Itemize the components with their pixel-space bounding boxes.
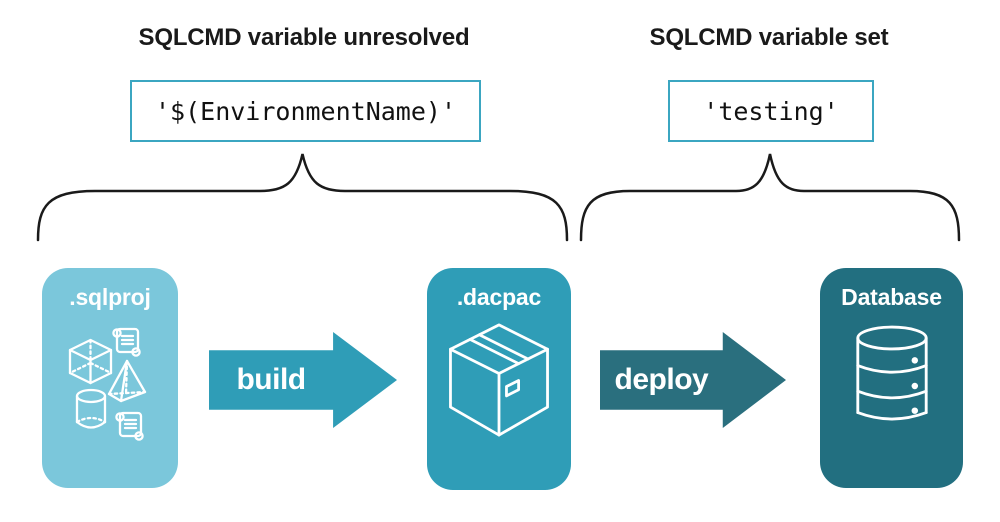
script-scroll-icon bbox=[115, 411, 144, 441]
package-box-icon bbox=[449, 323, 549, 437]
node-sqlproj-label: .sqlproj bbox=[69, 284, 151, 310]
sql-objects-icon bbox=[68, 327, 147, 441]
node-database-label: Database bbox=[841, 284, 942, 310]
build-arrow: build bbox=[209, 332, 397, 428]
deploy-arrow-label: deploy bbox=[614, 363, 709, 396]
code-box-environment-variable: '$(EnvironmentName)' bbox=[130, 80, 481, 142]
curly-brace-left bbox=[36, 153, 569, 242]
pyramid-icon bbox=[107, 359, 147, 403]
node-sqlproj: .sqlproj bbox=[42, 268, 178, 488]
node-dacpac-label: .dacpac bbox=[456, 284, 542, 310]
deploy-arrow: deploy bbox=[600, 332, 786, 428]
database-cylinder-icon bbox=[855, 325, 928, 421]
heading-sqlcmd-unresolved: SQLCMD variable unresolved bbox=[138, 24, 470, 51]
cylinder-icon bbox=[75, 388, 107, 429]
heading-sqlcmd-set: SQLCMD variable set bbox=[649, 24, 889, 51]
script-scroll-icon bbox=[112, 327, 141, 357]
curly-brace-right bbox=[579, 153, 961, 242]
code-box-testing-value: 'testing' bbox=[668, 80, 874, 142]
cube-icon bbox=[68, 338, 113, 385]
node-database: Database bbox=[820, 268, 963, 488]
build-arrow-label: build bbox=[236, 363, 306, 396]
node-dacpac: .dacpac bbox=[427, 268, 571, 490]
